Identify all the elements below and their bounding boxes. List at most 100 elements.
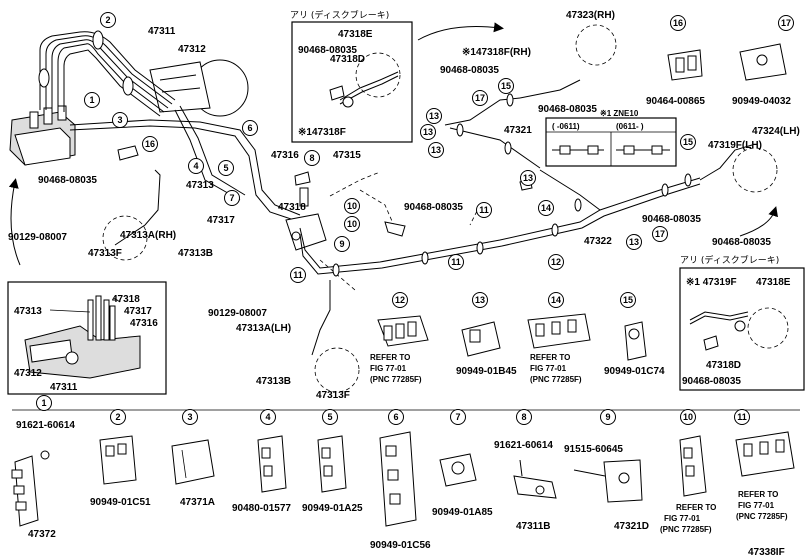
callout-number: 13 (429, 111, 439, 121)
callout-number: 9 (339, 239, 344, 249)
callout-15: 15 (498, 78, 514, 94)
note-pnc-10: (PNC 77285F) (660, 525, 712, 534)
label-47315: 47315 (333, 150, 361, 161)
callout-number: 13 (431, 145, 441, 155)
label-90468-08035-a: 90468-08035 (38, 175, 97, 186)
callout-1: 1 (84, 92, 100, 108)
callout-3: 3 (182, 409, 198, 425)
callout-circle (242, 120, 258, 136)
disc-brake-note-front: アリ (ディスクブレーキ) (290, 9, 389, 21)
clip-12-drawing (377, 315, 429, 347)
label-47317: 47317 (207, 215, 235, 226)
label-47318E-b: 47318E (756, 277, 791, 288)
zne10-label: ※1 ZNE10 (600, 109, 639, 118)
callout-number: 14 (541, 203, 551, 213)
callout-circle (84, 92, 100, 108)
label-91621-60614-b: 91621-60614 (494, 440, 553, 451)
callout-circle (548, 292, 564, 308)
callout-circle (734, 409, 750, 425)
label-47313F-b: 47313F (316, 390, 350, 401)
callout-16: 16 (670, 15, 686, 31)
callout-circle (498, 78, 514, 94)
label-47322: 47322 (584, 236, 612, 247)
callout-circle (344, 198, 360, 214)
label-47318D-b: 47318D (706, 360, 741, 371)
callout-number: 7 (229, 193, 234, 203)
label-47318: 47318 (278, 202, 306, 213)
callout-circle (388, 409, 404, 425)
label-47313A-LH: 47313A(LH) (236, 323, 291, 334)
label-90468-08035-e: 90468-08035 (538, 104, 597, 115)
callout-number: 2 (105, 15, 110, 25)
callout-circle (392, 292, 408, 308)
callout-number: 1 (89, 95, 94, 105)
note-fig-12: FIG 77-01 (370, 364, 407, 373)
callout-13: 13 (472, 292, 488, 308)
callout-circle (182, 409, 198, 425)
label-47313B-b: 47313B (256, 376, 291, 387)
callout-13: 13 (426, 108, 442, 124)
callout-13: 13 (428, 142, 444, 158)
callout-number: 6 (247, 123, 252, 133)
clip-14-drawing (527, 313, 591, 349)
note-fig-10: FIG 77-01 (664, 514, 701, 523)
label-47313: 47313 (186, 180, 214, 191)
callout-circle (548, 254, 564, 270)
label-47311B: 47311B (516, 521, 550, 532)
callout-10: 10 (680, 409, 696, 425)
callout-number: 17 (781, 18, 791, 28)
callout-10: 10 (344, 198, 360, 214)
callout-12: 12 (548, 254, 564, 270)
callout-number: 14 (551, 295, 561, 305)
callout-1: 1 (36, 395, 52, 411)
callout-number: 13 (423, 127, 433, 137)
callout-number: 15 (501, 81, 511, 91)
zne10-before: ( -0611) (552, 122, 580, 131)
callout-11: 11 (734, 409, 750, 425)
callout-circle (426, 108, 442, 124)
label-47311: 47311 (148, 26, 176, 37)
label-147319F: ※1 47319F (686, 277, 737, 288)
callout-11: 11 (448, 254, 464, 270)
label-90949-01C51: 90949-01C51 (90, 497, 151, 508)
callout-circle (322, 409, 338, 425)
label-90464-00865: 90464-00865 (646, 96, 705, 107)
label-47313F-a: 47313F (88, 248, 122, 259)
note-refer-10: REFER TO (676, 503, 716, 512)
label-47313A-RH: 47313A(RH) (120, 230, 176, 241)
main-assembly (8, 22, 789, 393)
callout-number: 13 (475, 295, 485, 305)
callout-number: 4 (193, 161, 198, 171)
inset-zne10: ※1 ZNE10 ( -0611) (0611- ) (545, 109, 677, 167)
callout-circle (670, 15, 686, 31)
callout-6: 6 (242, 120, 258, 136)
label-90949-01A25: 90949-01A25 (302, 503, 363, 514)
callout-circle (472, 90, 488, 106)
callout-17: 17 (652, 226, 668, 242)
note-fig-14: FIG 77-01 (530, 364, 567, 373)
callout-6: 6 (388, 409, 404, 425)
callout-circle (112, 112, 128, 128)
callout-circle (260, 409, 276, 425)
label-90949-01C56: 90949-01C56 (370, 540, 431, 551)
clip-2-drawing (99, 435, 137, 485)
label-90468-08035-b: 90468-08035 (404, 202, 463, 213)
inset-actuator (7, 281, 167, 395)
clip-15-drawing (624, 321, 647, 361)
callout-11: 11 (290, 267, 306, 283)
callout-number: 17 (655, 229, 665, 239)
clip-17-drawing (739, 43, 787, 81)
label-47318-b: 47318 (112, 294, 140, 305)
callout-number: 3 (187, 412, 192, 422)
label-47324-LH: 47324(LH) (752, 126, 800, 137)
callout-number: 7 (455, 412, 460, 422)
note-refer-11: REFER TO (738, 490, 778, 499)
callout-circle (516, 409, 532, 425)
callout-circle (36, 395, 52, 411)
callout-circle (188, 158, 204, 174)
brake-actuator (9, 105, 76, 166)
callout-number: 10 (683, 412, 693, 422)
callouts: 1122334455667788991010101111111112121313… (36, 12, 794, 425)
disc-brake-note-rear: アリ (ディスクブレーキ) (680, 254, 779, 266)
note-pnc-14: (PNC 77285F) (530, 375, 582, 384)
